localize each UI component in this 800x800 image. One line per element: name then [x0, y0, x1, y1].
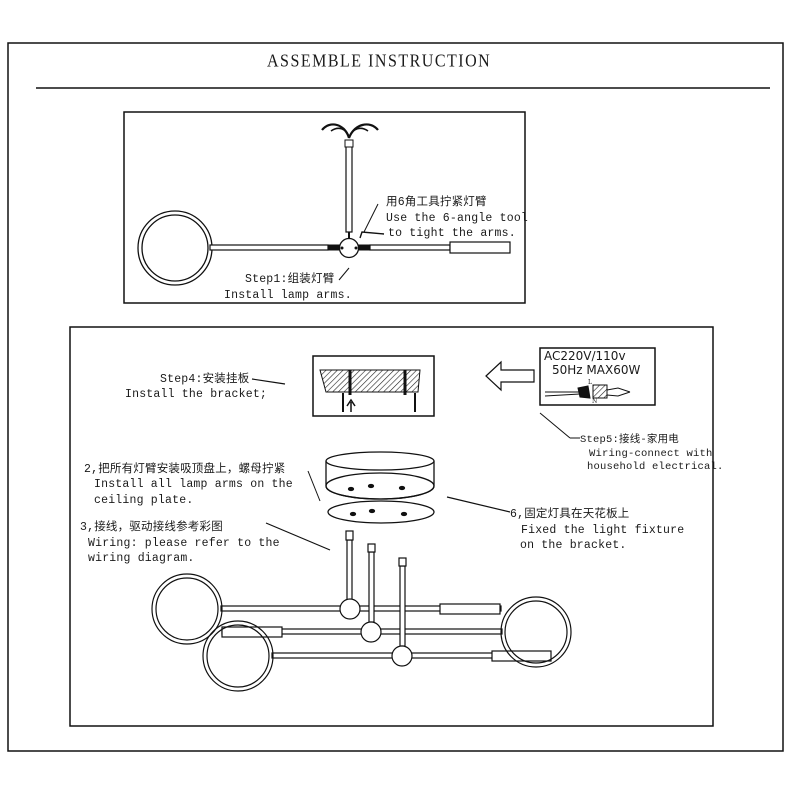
step3-label-en-2: wiring diagram. — [88, 552, 195, 565]
step3-label-cn: 3,接线，驱动接线参考彩图 — [80, 521, 223, 534]
plate-hole-1 — [349, 511, 357, 517]
left-arm — [209, 244, 329, 251]
rod-2 — [368, 551, 375, 623]
step1-lamp-illustration — [137, 123, 511, 286]
power-wire-right — [606, 387, 631, 397]
canopy-hole-2 — [367, 483, 375, 489]
canopy-hole-1 — [347, 486, 355, 492]
ring-shade-3 — [202, 620, 274, 692]
step3-label-en-1: Wiring: please refer to the — [88, 537, 280, 550]
wire-left-inner — [330, 127, 350, 139]
hub-2 — [360, 621, 382, 643]
hub-screw-right — [354, 246, 358, 250]
rod-3-cap — [398, 557, 407, 567]
tube-shade-1 — [439, 603, 501, 615]
ring-shade-2 — [500, 596, 572, 668]
tool-note-en-2: to tight the arms. — [388, 227, 516, 240]
ring-shade-1-inner — [155, 577, 219, 641]
rod-3 — [399, 565, 406, 647]
right-arm-joint — [358, 244, 371, 251]
step5-label-cn: Step5:接线-家用电 — [580, 434, 680, 446]
rod-1-cap — [345, 530, 354, 541]
plate-hole-2 — [368, 508, 376, 514]
power-wire-left-2 — [544, 393, 581, 397]
step1-panel-frame — [123, 111, 526, 304]
wire-label-l: L — [588, 379, 592, 386]
step2-label-en-2: ceiling plate. — [94, 494, 194, 507]
outer-frame — [7, 42, 784, 752]
hub-3 — [391, 645, 413, 667]
tube-shade-2 — [221, 626, 283, 638]
canopy-bottom — [325, 472, 435, 500]
assembled-fixture — [151, 530, 572, 692]
main-panel-frame — [69, 326, 714, 727]
step5-label-en-2: household electrical. — [587, 461, 724, 473]
ring-shade-3-inner — [206, 624, 270, 688]
step5-label-en-1: Wiring-connect with — [589, 448, 713, 460]
step5-leader — [539, 412, 571, 439]
ceiling-hatch — [319, 369, 421, 393]
ceiling-canopy — [325, 451, 435, 524]
arrow-left-icon — [485, 360, 535, 392]
arm-1 — [220, 605, 502, 612]
power-box — [539, 347, 656, 439]
left-arm-joint — [327, 244, 340, 251]
ring-shade-inner — [141, 214, 209, 282]
right-arm — [369, 244, 451, 251]
terminal-block-icon — [592, 384, 608, 399]
hub-1 — [339, 598, 361, 620]
step6-label-cn: 6,固定灯具在天花板上 — [510, 508, 630, 521]
step6-label-en-2: on the bracket. — [520, 539, 627, 552]
tool-note-leader-2 — [359, 231, 385, 239]
bracket-illustration — [251, 355, 435, 417]
screw-up-icon — [346, 398, 356, 412]
step1-label-en: Install lamp arms. — [224, 289, 352, 302]
tool-note-leader — [363, 203, 379, 233]
step4-leader — [251, 378, 286, 385]
power-rating-line1: AC220V/110v — [544, 349, 626, 363]
wire-label-n: N — [592, 398, 598, 405]
ring-shade-2-inner — [504, 600, 568, 664]
ceiling-plate — [327, 500, 435, 524]
ring-shade — [137, 210, 213, 286]
plug-icon — [577, 385, 591, 399]
vertical-rod — [345, 145, 353, 233]
power-rating-line2: 50Hz MAX60W — [552, 363, 641, 377]
rod-2-cap — [367, 543, 376, 553]
tube-shade-3 — [491, 650, 552, 662]
step4-label-cn: Step4:安装挂板 — [160, 373, 250, 386]
canopy-top — [325, 451, 435, 471]
step2-label-cn: 2,把所有灯臂安装吸顶盘上，螺母拧紧 — [84, 463, 286, 476]
step2-leader — [307, 470, 321, 502]
canopy-hole-3 — [398, 485, 406, 491]
tube-shade — [449, 241, 511, 254]
rod-cap — [344, 139, 354, 148]
step6-leader — [446, 496, 511, 513]
step1-label-cn: Step1:组装灯臂 — [245, 273, 335, 286]
step4-label-en: Install the bracket; — [125, 388, 268, 401]
step2-label-en-1: Install all lamp arms on the — [94, 478, 293, 491]
tool-note-cn: 用6角工具拧紧灯臂 — [386, 196, 487, 209]
plate-hole-3 — [400, 511, 408, 517]
tool-note-en-1: Use the 6-angle tool — [386, 212, 529, 225]
wire-right-inner — [348, 127, 369, 139]
hub-screw-left — [340, 246, 344, 250]
page-title: ASSEMBLE INSTRUCTION — [267, 51, 492, 72]
step1-leader — [338, 267, 350, 281]
hub — [338, 237, 360, 259]
step6-label-en-1: Fixed the light fixture — [521, 524, 685, 537]
step3-leader — [265, 522, 331, 551]
arm-3 — [271, 652, 495, 659]
ring-shade-1 — [151, 573, 223, 645]
rod-1 — [346, 539, 353, 601]
